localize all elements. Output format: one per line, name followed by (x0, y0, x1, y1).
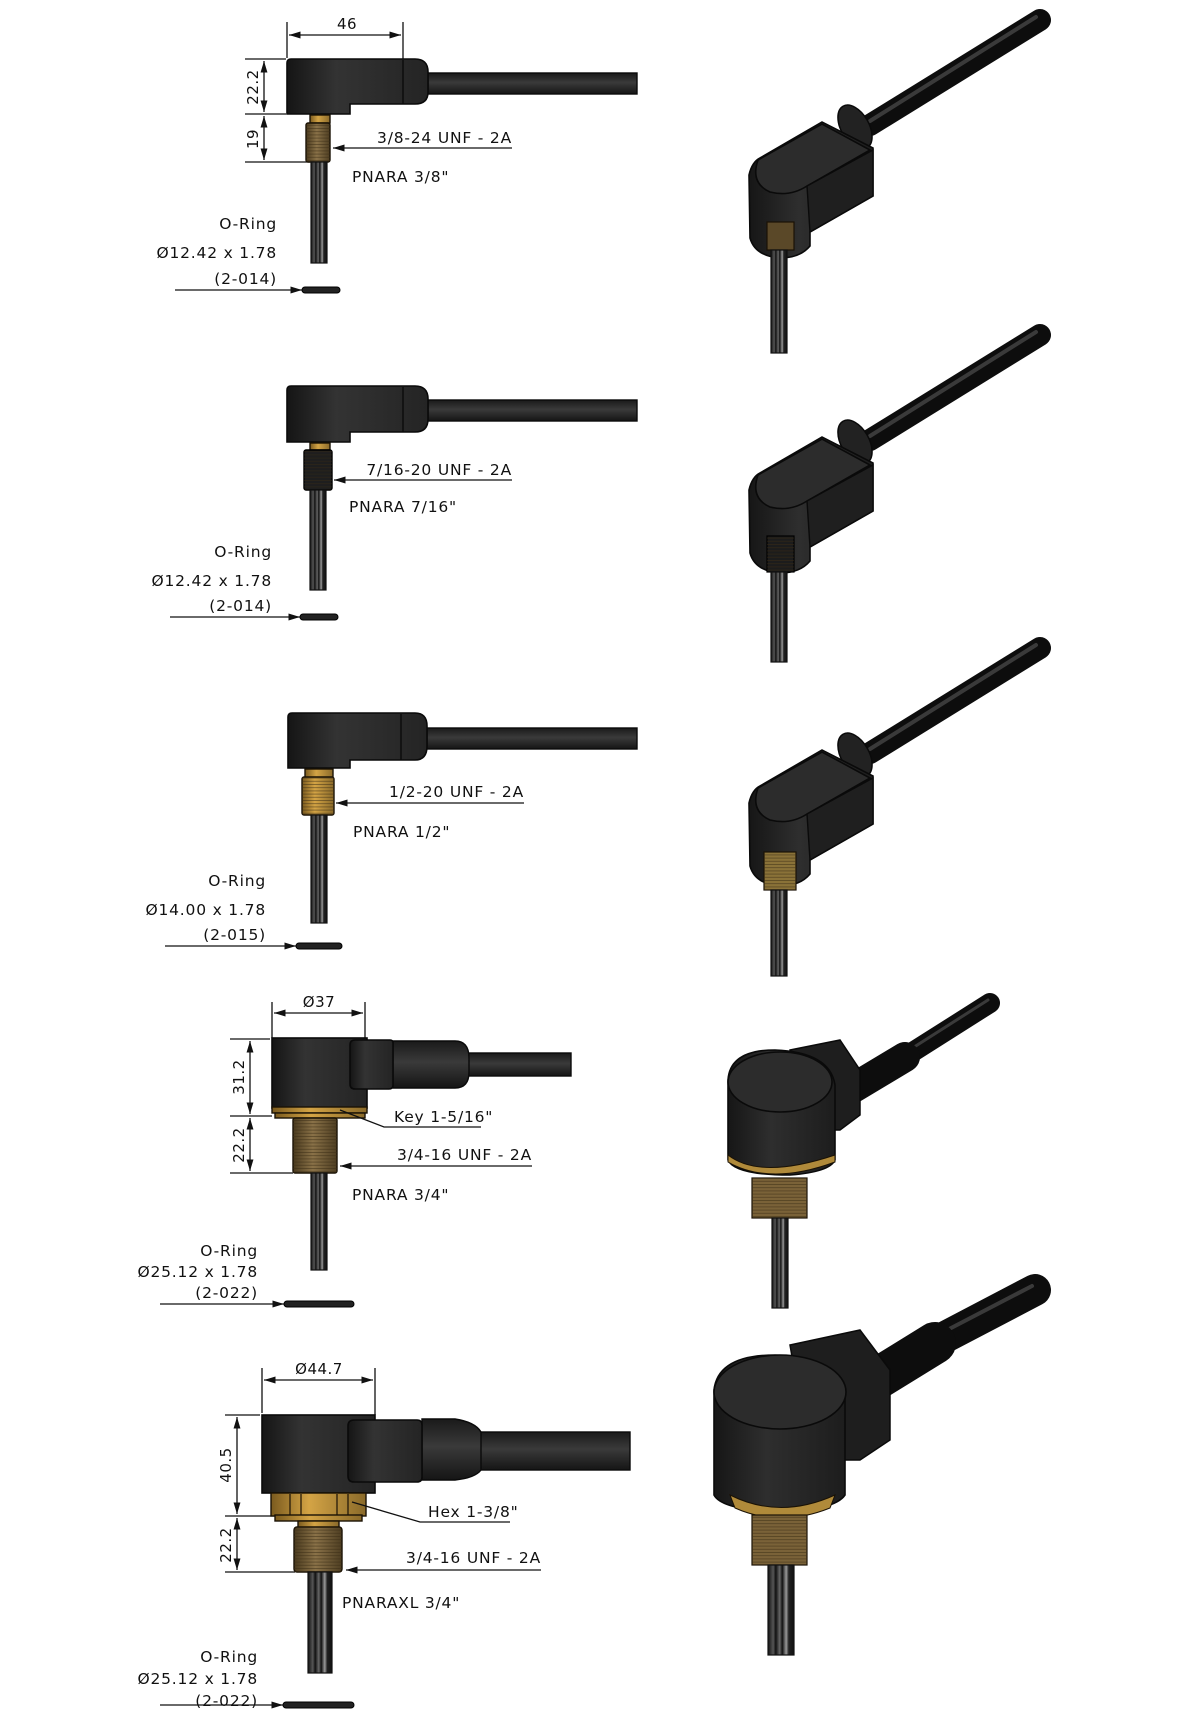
oring-size: Ø14.00 x 1.78 (145, 901, 266, 919)
oring-size: Ø12.42 x 1.78 (151, 572, 272, 590)
variant-2-isometric-view (748, 324, 1051, 663)
oring-size: Ø25.12 x 1.78 (137, 1670, 258, 1688)
oring-title: O-Ring (200, 1648, 258, 1666)
variant-3-isometric-view (748, 637, 1051, 977)
thread-spec-label: 7/16-20 UNF - 2A (366, 461, 512, 479)
oring-code: (2-022) (195, 1284, 258, 1302)
model-label: PNARA 7/16" (349, 498, 457, 516)
body-height-dimension: 22.2 (244, 69, 262, 104)
variant-1-front-view: 46 22.2 19 3/8-24 UNF - 2A PNARA 3/8" O-… (156, 15, 638, 294)
oring-size: Ø25.12 x 1.78 (137, 1263, 258, 1281)
diameter-dimension: Ø44.7 (295, 1360, 343, 1378)
variant-3-front-view: 1/2-20 UNF - 2A PNARA 1/2" O-Ring Ø14.00… (145, 712, 638, 950)
variant-4-front-view: Ø37 31.2 22.2 Key 1-5/16" 3/4-16 UNF - 2… (137, 993, 572, 1308)
thread-spec-label: 3/8-24 UNF - 2A (377, 129, 512, 147)
variant-2-front-view: 7/16-20 UNF - 2A PNARA 7/16" O-Ring Ø12.… (151, 385, 638, 621)
oring-title: O-Ring (200, 1242, 258, 1260)
width-dimension: 46 (337, 15, 357, 33)
thread-spec-label: 1/2-20 UNF - 2A (389, 783, 524, 801)
oring-title: O-Ring (219, 215, 277, 233)
variant-5-front-view: Ø44.7 40.5 22.2 Hex 1-3/8" 3/4-16 UNF - … (137, 1360, 631, 1710)
oring-code: (2-014) (209, 597, 272, 615)
model-label: PNARA 3/8" (352, 168, 449, 186)
fitting-label: Key 1-5/16" (394, 1108, 493, 1126)
fitting-label: Hex 1-3/8" (428, 1503, 519, 1521)
diameter-dimension: Ø37 (303, 993, 335, 1011)
oring-code: (2-014) (214, 270, 277, 288)
connector-body (286, 58, 429, 115)
thread-length-dimension: 22.2 (217, 1527, 235, 1562)
model-label: PNARAXL 3/4" (342, 1594, 460, 1612)
cable (427, 72, 638, 95)
oring-code: (2-015) (203, 926, 266, 944)
variant-5-isometric-view (713, 1274, 1051, 1656)
variant-4-isometric-view (727, 993, 1000, 1309)
thread-length-dimension: 19 (244, 129, 262, 149)
body-height-dimension: 40.5 (217, 1447, 235, 1482)
model-label: PNARA 1/2" (353, 823, 450, 841)
thread-spec-label: 3/4-16 UNF - 2A (406, 1549, 541, 1567)
oring-title: O-Ring (208, 872, 266, 890)
probe-rods (310, 161, 328, 264)
thread-length-dimension: 22.2 (230, 1127, 248, 1162)
variant-1-isometric-view (748, 9, 1051, 354)
thread-spec-label: 3/4-16 UNF - 2A (397, 1146, 532, 1164)
model-label: PNARA 3/4" (352, 1186, 449, 1204)
oring-title: O-Ring (214, 543, 272, 561)
oring-shape (301, 286, 341, 294)
oring-code: (2-022) (195, 1692, 258, 1710)
oring-size: Ø12.42 x 1.78 (156, 244, 277, 262)
body-height-dimension: 31.2 (230, 1059, 248, 1094)
